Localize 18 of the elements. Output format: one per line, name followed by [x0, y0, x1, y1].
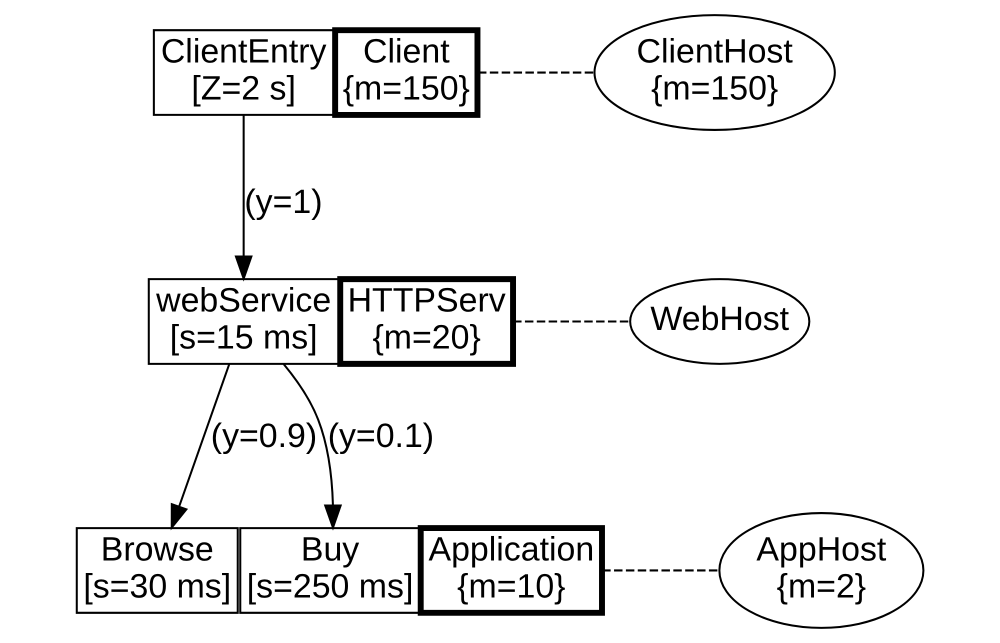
edge-label: (y=0.9): [210, 416, 318, 455]
node-box: ClientEntry [Z=2 s]: [152, 29, 334, 116]
connector: [513, 320, 630, 323]
connector: [602, 569, 720, 572]
node-box: HTTPServ {m=20}: [337, 276, 516, 367]
edge-label: (y=1): [244, 183, 323, 222]
arrow: [170, 364, 230, 530]
node-ellipse: WebHost: [629, 278, 810, 365]
node-box: Browse [s=30 ms]: [76, 527, 239, 614]
connector: [478, 72, 594, 74]
edge-label: (y=0.1): [328, 416, 434, 455]
arrow: [234, 115, 253, 282]
arrow: [282, 363, 342, 531]
node-ellipse: AppHost {m=2}: [718, 512, 924, 629]
node-box: Application {m=10}: [418, 525, 605, 616]
node-box: webService [s=15 ms]: [148, 278, 340, 365]
node-box: Client {m=150}: [332, 27, 480, 118]
node-ellipse: ClientHost {m=150}: [593, 14, 836, 131]
